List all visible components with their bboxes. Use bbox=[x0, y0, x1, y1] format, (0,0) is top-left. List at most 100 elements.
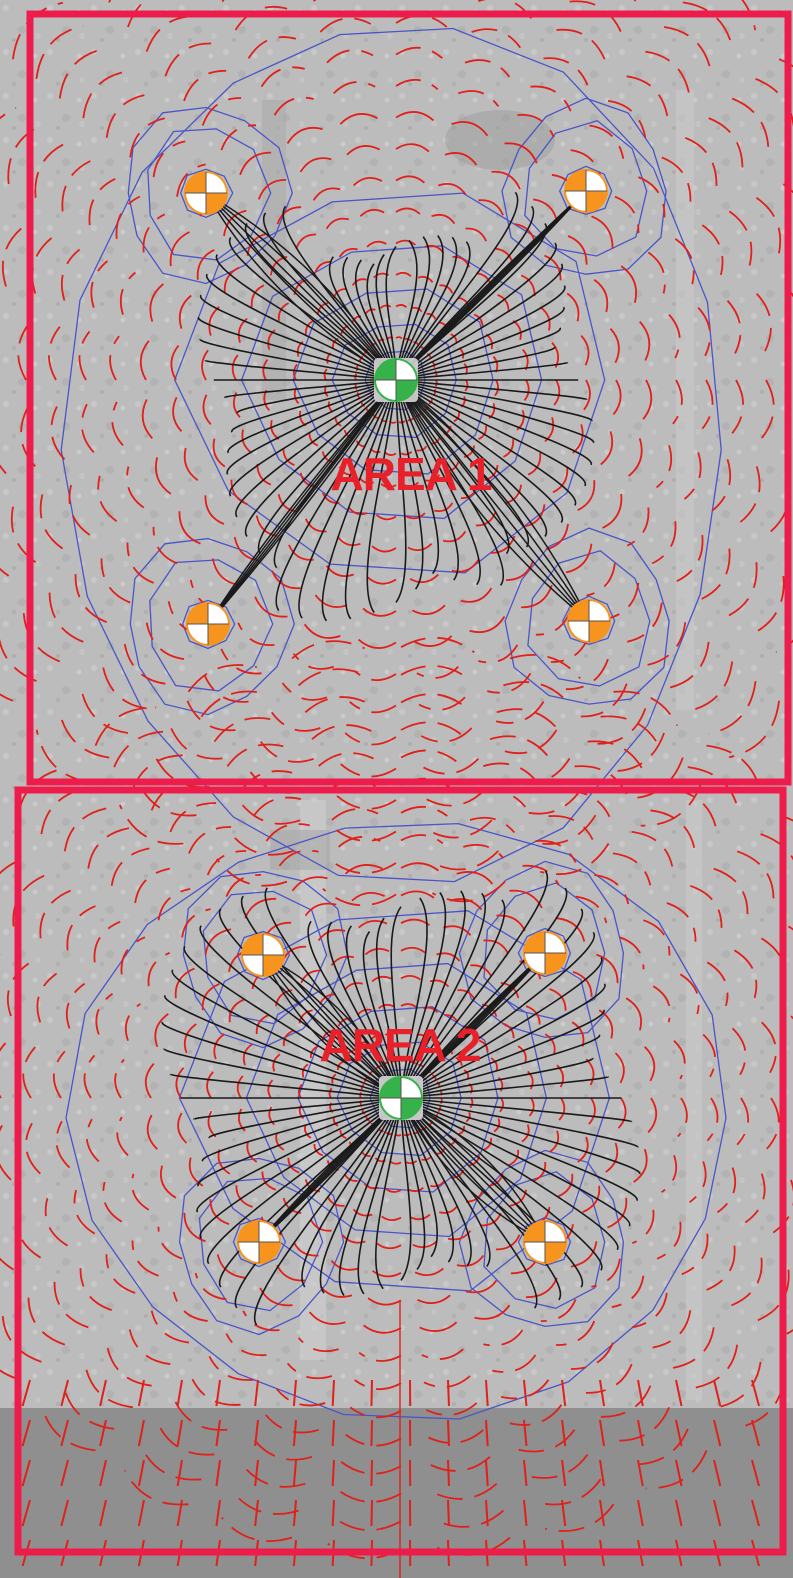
equipotential-segment bbox=[613, 690, 679, 727]
equipotential-segment bbox=[612, 379, 622, 416]
flow-line bbox=[400, 1097, 619, 1251]
equipotential-segment bbox=[544, 417, 555, 443]
equipotential-segment bbox=[109, 335, 120, 381]
equipotential-segment bbox=[418, 275, 434, 283]
equipotential-segment bbox=[706, 744, 762, 792]
equipotential-segment bbox=[303, 623, 341, 639]
equipotential-segment bbox=[147, 951, 171, 987]
equipotential-segment bbox=[400, 636, 475, 654]
equipotential-segment bbox=[599, 1499, 605, 1527]
equipotential-segment bbox=[733, 949, 758, 999]
equipotential-segment bbox=[400, 890, 435, 899]
equipotential-segment bbox=[556, 1064, 565, 1088]
equipotential-segment bbox=[298, 668, 368, 687]
flow-line bbox=[400, 1097, 562, 1301]
equipotential-segment bbox=[57, 708, 110, 759]
equipotential-segment bbox=[126, 466, 145, 509]
equipotential-segment bbox=[572, 970, 593, 997]
equipotential-segment bbox=[213, 1033, 225, 1060]
equipotential-segment bbox=[494, 379, 499, 397]
equipotential-segment bbox=[7, 962, 30, 1017]
equipotential-segment bbox=[172, 1291, 208, 1322]
equipotential-segment bbox=[504, 729, 558, 755]
flow-line bbox=[400, 931, 596, 1099]
equipotential-segment bbox=[464, 379, 469, 392]
flow-line bbox=[275, 379, 397, 611]
equipotential-segment bbox=[540, 1299, 577, 1323]
equipotential-segment bbox=[126, 542, 154, 584]
equipotential-segment bbox=[681, 1233, 709, 1276]
equipotential-segment bbox=[237, 799, 301, 825]
equipotential-segment bbox=[535, 839, 577, 863]
equipotential-segment bbox=[21, 1459, 31, 1487]
equipotential-segment bbox=[505, 560, 535, 582]
equipotential-segment bbox=[293, 363, 298, 381]
flow-line bbox=[319, 1097, 402, 1294]
equipotential-segment bbox=[292, 1499, 297, 1527]
equipotential-segment bbox=[276, 206, 302, 225]
flow-line bbox=[400, 1097, 641, 1175]
equipotential-segment bbox=[97, 475, 118, 522]
equipotential-segment bbox=[90, 260, 109, 308]
equipotential-segment bbox=[292, 1379, 297, 1407]
equipotential-segment bbox=[516, 410, 525, 431]
equipotential-segment bbox=[309, 1045, 319, 1059]
equipotential-segment bbox=[445, 461, 460, 472]
contour-ring bbox=[524, 119, 648, 257]
equipotential-segment bbox=[308, 432, 319, 447]
equipotential-segment bbox=[223, 209, 247, 237]
flow-line bbox=[169, 1073, 402, 1099]
equipotential-segment bbox=[336, 535, 361, 547]
equipotential-segment bbox=[595, 708, 647, 745]
flow-line bbox=[395, 327, 561, 381]
equipotential-segment bbox=[587, 740, 645, 772]
equipotential-segment bbox=[183, 1212, 206, 1243]
equipotential-segment bbox=[194, 1272, 227, 1301]
equipotential-segment bbox=[123, 1469, 189, 1506]
equipotential-segment bbox=[520, 584, 553, 609]
equipotential-segment bbox=[331, 1419, 335, 1447]
equipotential-segment bbox=[474, 1304, 511, 1320]
equipotential-segment bbox=[625, 997, 643, 1031]
equipotential-segment bbox=[395, 143, 430, 153]
flow-line bbox=[400, 897, 428, 1099]
equipotential-segment bbox=[760, 833, 793, 861]
equipotential-segment bbox=[58, 48, 104, 99]
equipotential-segment bbox=[423, 758, 479, 775]
equipotential-segment bbox=[561, 1499, 567, 1527]
equipotential-segment bbox=[187, 664, 257, 693]
equipotential-segment bbox=[131, 1173, 150, 1211]
flow-line bbox=[207, 379, 397, 625]
equipotential-segment bbox=[395, 207, 421, 215]
equipotential-segment bbox=[135, 778, 197, 817]
equipotential-segment bbox=[292, 1459, 297, 1487]
equipotential-segment bbox=[259, 1287, 293, 1307]
equipotential-segment bbox=[254, 596, 288, 618]
equipotential-segment bbox=[140, 1447, 202, 1481]
equipotential-segment bbox=[478, 199, 504, 216]
equipotential-segment bbox=[626, 507, 650, 547]
equipotential-segment bbox=[593, 279, 609, 313]
equipotential-segment bbox=[431, 213, 456, 225]
equipotential-segment bbox=[570, 1342, 614, 1370]
flow-line bbox=[207, 379, 397, 625]
equipotential-segment bbox=[688, 661, 734, 712]
equipotential-segment bbox=[317, 929, 346, 942]
equipotential-segment bbox=[100, 558, 131, 604]
flow-line bbox=[400, 1097, 412, 1281]
equipotential-segment bbox=[191, 1378, 241, 1406]
contour-ring bbox=[198, 1177, 324, 1312]
equipotential-segment bbox=[254, 1419, 259, 1447]
equipotential-segment bbox=[400, 806, 448, 817]
flow-line bbox=[199, 1097, 402, 1239]
equipotential-segment bbox=[508, 1149, 520, 1167]
equipotential-segment bbox=[761, 1021, 777, 1074]
equipotential-segment bbox=[713, 867, 749, 915]
equipotential-segment bbox=[220, 124, 257, 151]
equipotential-segment bbox=[416, 665, 459, 679]
equipotential-segment bbox=[25, 1122, 41, 1175]
equipotential-segment bbox=[65, 982, 86, 1029]
equipotential-segment bbox=[252, 796, 302, 817]
equipotential-segment bbox=[731, 1027, 747, 1076]
equipotential-segment bbox=[50, 406, 66, 461]
